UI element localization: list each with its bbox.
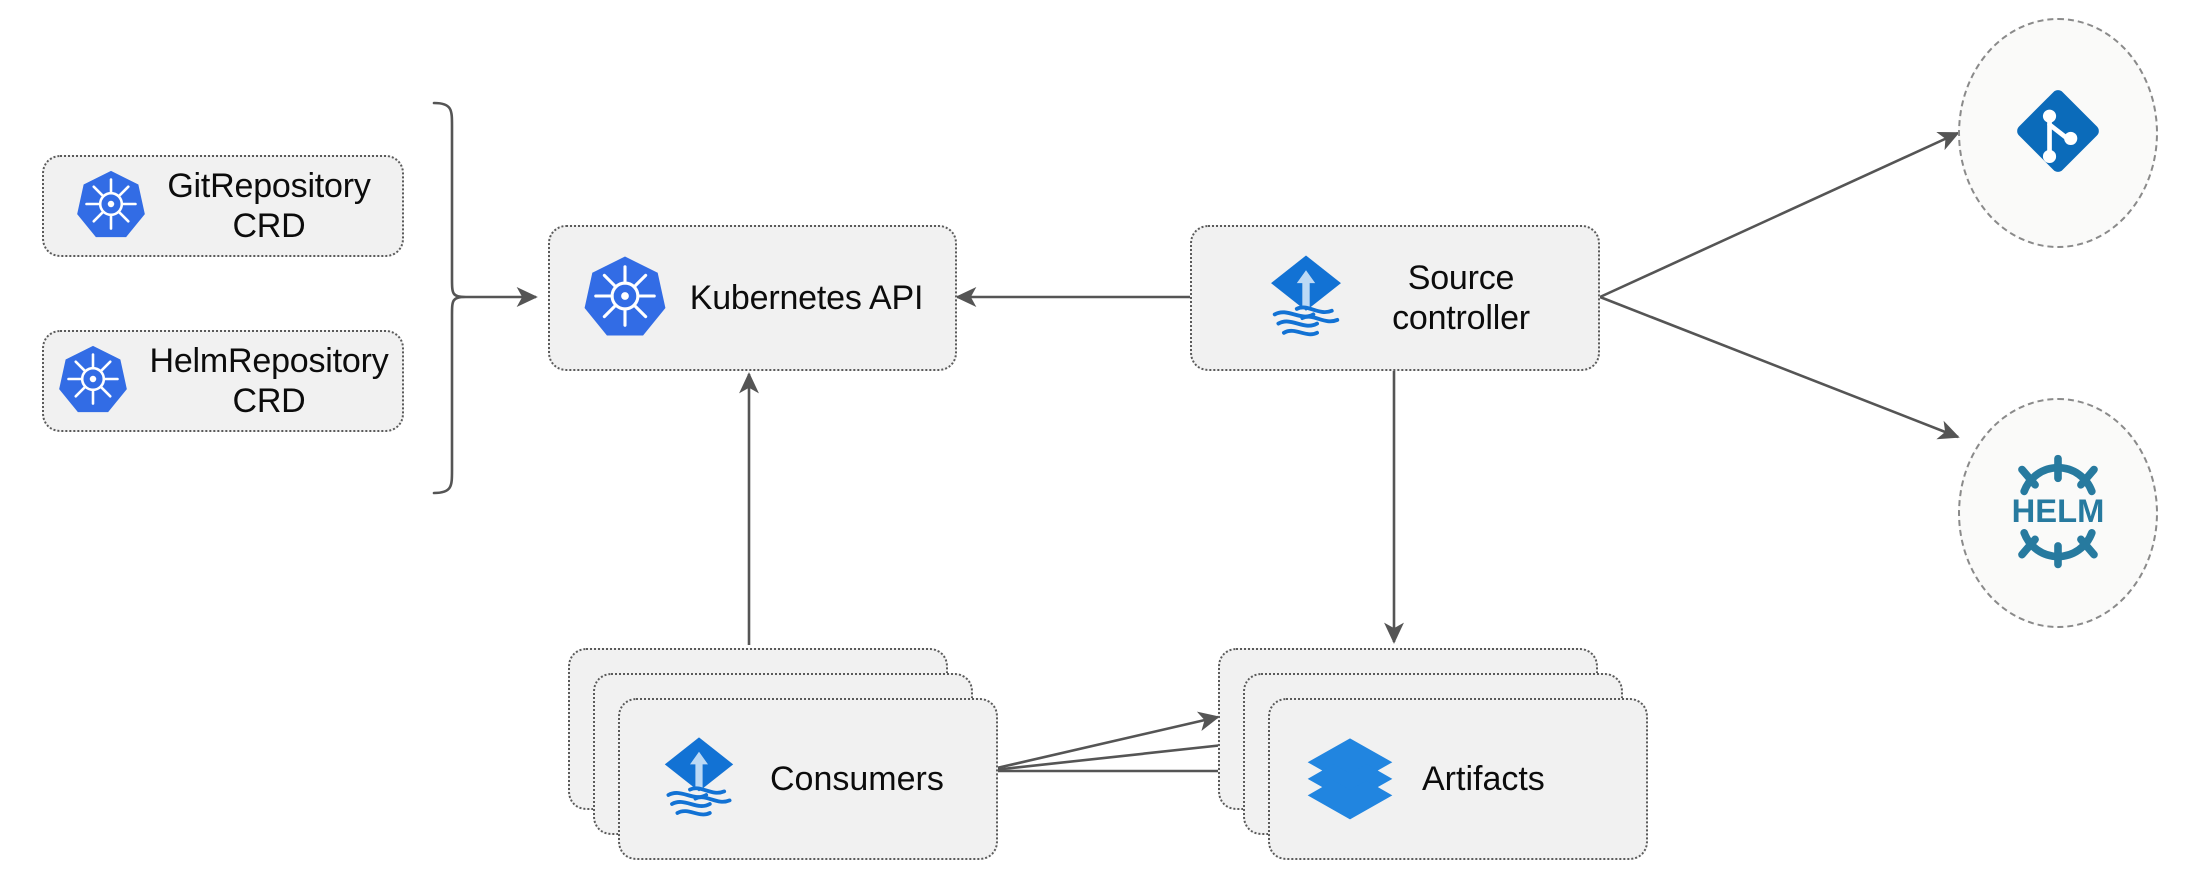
edge-consumers-to-artifacts-middle <box>983 735 1244 773</box>
kubernetes-icon <box>57 343 129 420</box>
git-icon <box>2005 78 2111 189</box>
kubernetes-icon <box>75 168 147 245</box>
node-label: Consumers <box>770 759 944 798</box>
node-helm-repository-crd[interactable]: HelmRepository CRD <box>42 330 404 432</box>
edge-consumers-to-artifacts-back <box>983 711 1220 773</box>
kubernetes-icon <box>582 253 668 344</box>
node-helm-endpoint[interactable]: HELM <box>1958 398 2158 628</box>
node-label: Artifacts <box>1422 759 1545 798</box>
edge-source-controller-to-git <box>1599 131 1960 299</box>
flux-icon <box>654 732 744 827</box>
node-kubernetes-api[interactable]: Kubernetes API <box>548 225 957 371</box>
node-label: Source controller <box>1392 258 1530 337</box>
node-label: HelmRepository CRD <box>149 341 389 420</box>
helm-icon: HELM <box>1998 452 2118 575</box>
node-artifacts[interactable]: Artifacts <box>1218 648 1648 860</box>
flux-icon <box>1260 250 1352 347</box>
node-git-repository-crd[interactable]: GitRepository CRD <box>42 155 404 257</box>
node-label: Kubernetes API <box>689 278 924 317</box>
helm-wordmark: HELM <box>2012 491 2105 528</box>
artifacts-card-front[interactable]: Artifacts <box>1268 698 1648 860</box>
node-label: GitRepository CRD <box>167 166 371 245</box>
node-source-controller[interactable]: Source controller <box>1190 225 1600 371</box>
crd-group-bracket <box>432 101 467 495</box>
node-consumers[interactable]: Consumers <box>568 648 998 860</box>
edge-source-controller-to-helm <box>1599 295 1960 440</box>
node-git-endpoint[interactable] <box>1958 18 2158 248</box>
layers-icon <box>1304 731 1396 828</box>
consumers-card-front[interactable]: Consumers <box>618 698 998 860</box>
